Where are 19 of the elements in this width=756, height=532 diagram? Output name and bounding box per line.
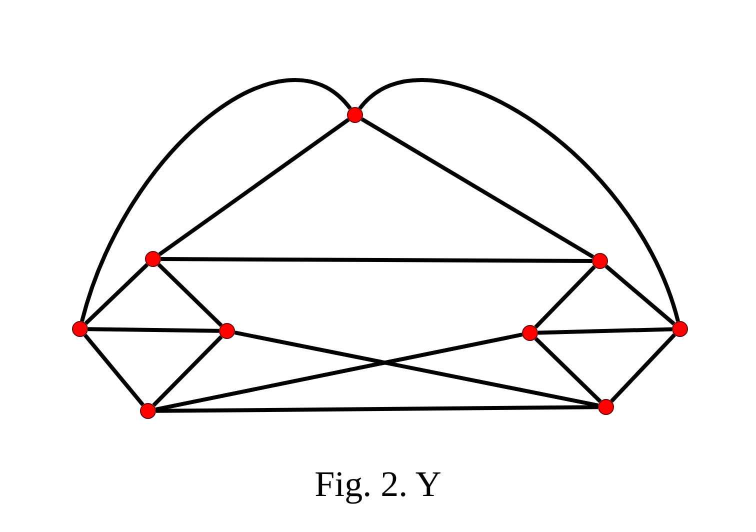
edge-line xyxy=(156,405,598,413)
edge-line xyxy=(152,335,223,407)
edge-line xyxy=(234,330,599,408)
curved-edge xyxy=(80,78,352,322)
edge-line xyxy=(88,327,220,333)
figure-caption: Fig. 2. Y xyxy=(314,463,442,506)
edge-line xyxy=(84,334,144,406)
edge-line xyxy=(610,333,676,403)
edge-line xyxy=(538,327,672,335)
edge-line xyxy=(604,264,676,326)
edge-line xyxy=(157,263,223,327)
edge-line xyxy=(158,118,350,256)
edge-line xyxy=(155,332,523,412)
edge-line xyxy=(360,117,594,259)
edge-line xyxy=(161,257,592,263)
edge-line xyxy=(534,337,602,403)
curved-edge xyxy=(358,78,680,322)
edge-line xyxy=(84,263,149,325)
edge-line xyxy=(534,265,596,329)
